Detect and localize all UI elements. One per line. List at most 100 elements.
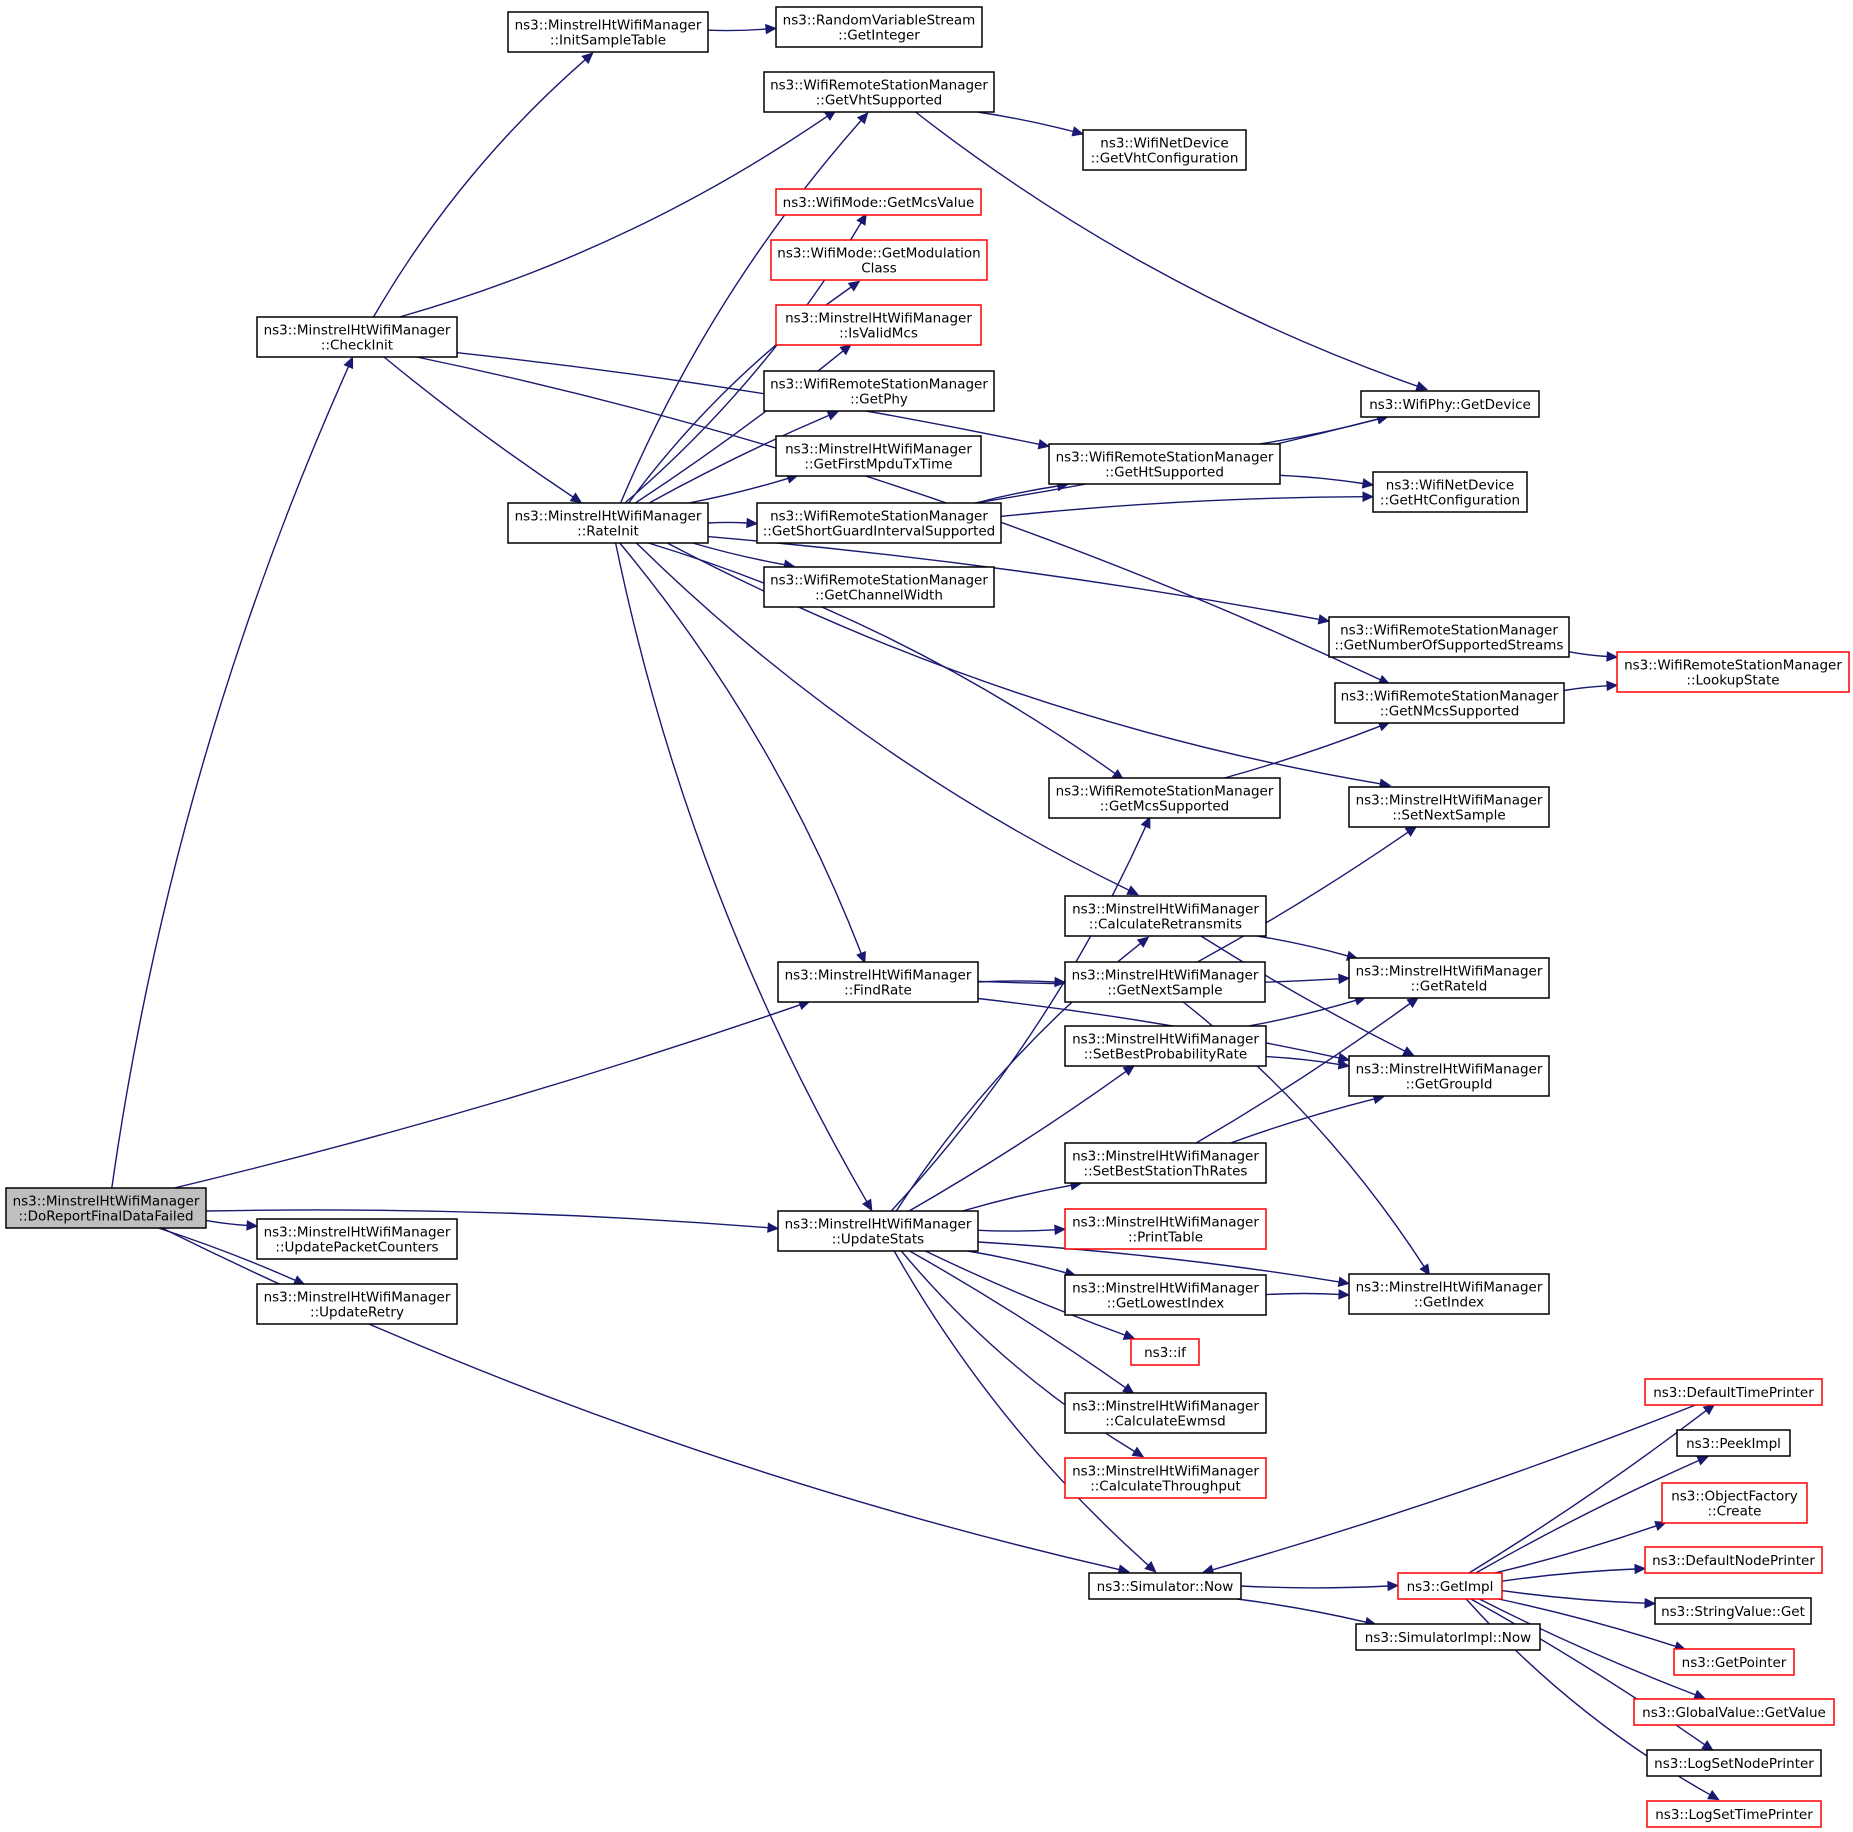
node-rateinit[interactable]: ns3::MinstrelHtWifiManager::RateInit — [507, 502, 709, 544]
node-calcretrans[interactable]: ns3::MinstrelHtWifiManager::CalculateRet… — [1064, 895, 1267, 937]
node-label-line: ns3::WifiRemoteStationManager — [770, 78, 988, 94]
edge-updatestats-to-calcewmsd — [909, 1250, 1135, 1395]
edge-arrowhead — [1693, 1689, 1707, 1700]
edge-updatestats-to-setbestth — [962, 1180, 1083, 1212]
node-box — [1130, 1338, 1200, 1366]
edge-arrowhead — [1415, 381, 1429, 391]
node-getinteger[interactable]: ns3::RandomVariableStream::GetInteger — [775, 6, 983, 48]
node-simnow[interactable]: ns3::Simulator::Now — [1088, 1572, 1242, 1600]
node-label-line: ns3::Simulator::Now — [1097, 1579, 1234, 1595]
node-label-line: ns3::MinstrelHtWifiManager — [1356, 964, 1543, 980]
node-getfirstmpdu[interactable]: ns3::MinstrelHtWifiManager::GetFirstMpdu… — [775, 435, 982, 477]
node-findrate[interactable]: ns3::MinstrelHtWifiManager::FindRate — [777, 961, 979, 1003]
node-updatepkt[interactable]: ns3::MinstrelHtWifiManager::UpdatePacket… — [256, 1218, 458, 1260]
edge-line — [1259, 418, 1379, 445]
node-getnmcs[interactable]: ns3::WifiRemoteStationManager::GetNMcsSu… — [1334, 682, 1565, 724]
node-globalget[interactable]: ns3::GlobalValue::GetValue — [1633, 1698, 1835, 1726]
node-defaultnode[interactable]: ns3::DefaultNodePrinter — [1644, 1546, 1823, 1574]
node-getht[interactable]: ns3::WifiRemoteStationManager::GetHtSupp… — [1048, 443, 1281, 485]
edge-line — [416, 356, 1381, 681]
node-getpointer[interactable]: ns3::GetPointer — [1673, 1648, 1795, 1676]
call-nodes: ns3::MinstrelHtWifiManager::DoReportFina… — [5, 6, 1850, 1828]
node-getgroupid[interactable]: ns3::MinstrelHtWifiManager::GetGroupId — [1348, 1055, 1550, 1097]
node-label-line: ::GetFirstMpduTxTime — [804, 457, 952, 473]
node-getvhtconf[interactable]: ns3::WifiNetDevice::GetVhtConfiguration — [1082, 129, 1247, 171]
node-label-line: ns3::WifiRemoteStationManager — [1056, 450, 1274, 466]
node-setbestth[interactable]: ns3::MinstrelHtWifiManager::SetBestStati… — [1064, 1142, 1267, 1184]
node-getmcsvalue[interactable]: ns3::WifiMode::GetMcsValue — [775, 188, 982, 216]
node-setnextsample[interactable]: ns3::MinstrelHtWifiManager::SetNextSampl… — [1348, 786, 1550, 828]
edge-updatestats-to-getmcssupp — [890, 816, 1151, 1212]
edge-arrowhead — [765, 23, 778, 35]
edge-arrowhead — [1701, 1740, 1714, 1752]
node-box — [770, 239, 988, 281]
edge-getht-to-gethtconf — [1279, 474, 1375, 489]
node-getchanwidth[interactable]: ns3::WifiRemoteStationManager::GetChanne… — [763, 566, 995, 608]
node-getimpl[interactable]: ns3::GetImpl — [1397, 1572, 1503, 1600]
node-getnss[interactable]: ns3::WifiRemoteStationManager::GetNumber… — [1328, 616, 1570, 658]
node-initsample[interactable]: ns3::MinstrelHtWifiManager::InitSampleTa… — [507, 11, 709, 53]
edge-line — [1240, 1585, 1389, 1589]
node-box — [256, 1283, 458, 1325]
node-box — [1646, 1800, 1822, 1828]
node-defaulttime[interactable]: ns3::DefaultTimePrinter — [1644, 1378, 1823, 1406]
node-getmcssupp[interactable]: ns3::WifiRemoteStationManager::GetMcsSup… — [1048, 777, 1281, 819]
node-box — [1616, 651, 1850, 693]
edge-arrowhead — [1126, 885, 1139, 896]
node-label-line: ::GetShortGuardIntervalSupported — [763, 524, 996, 540]
node-calcewmsd[interactable]: ns3::MinstrelHtWifiManager::CalculateEwm… — [1064, 1392, 1267, 1434]
node-label-line: ::GetNumberOfSupportedStreams — [1335, 638, 1564, 654]
node-updatestats[interactable]: ns3::MinstrelHtWifiManager::UpdateStats — [777, 1210, 979, 1252]
edge-rateinit-to-getchanwidth — [692, 542, 796, 570]
node-lookupstate[interactable]: ns3::WifiRemoteStationManager::LookupSta… — [1616, 651, 1850, 693]
node-calcthroughput[interactable]: ns3::MinstrelHtWifiManager::CalculateThr… — [1064, 1457, 1267, 1499]
node-box — [1064, 1392, 1267, 1434]
node-phygetdevice[interactable]: ns3::WifiPhy::GetDevice — [1360, 390, 1540, 418]
edge-arrowhead — [1144, 1560, 1157, 1573]
node-checkinit[interactable]: ns3::MinstrelHtWifiManager::CheckInit — [256, 316, 458, 358]
edge-rateinit-to-updatestats — [614, 542, 873, 1212]
node-simimplnow[interactable]: ns3::SimulatorImpl::Now — [1355, 1623, 1541, 1651]
node-lognode[interactable]: ns3::LogSetNodePrinter — [1646, 1749, 1822, 1777]
node-label-line: ns3::DefaultTimePrinter — [1653, 1385, 1814, 1401]
edge-updatestats-to-simnow — [893, 1250, 1157, 1573]
node-stringget[interactable]: ns3::StringValue::Get — [1654, 1597, 1812, 1625]
edge-arrowhead — [1136, 936, 1150, 948]
node-label-line: ::UpdatePacketCounters — [275, 1240, 438, 1256]
node-label-line: ns3::MinstrelHtWifiManager — [1072, 1149, 1259, 1165]
node-root[interactable]: ns3::MinstrelHtWifiManager::DoReportFina… — [5, 1187, 207, 1229]
node-nsif[interactable]: ns3::if — [1130, 1338, 1200, 1366]
node-label-line: ::Create — [1708, 1504, 1762, 1520]
node-setbestprob[interactable]: ns3::MinstrelHtWifiManager::SetBestProba… — [1064, 1025, 1267, 1067]
edge-line — [977, 1241, 1340, 1283]
node-updateretry[interactable]: ns3::MinstrelHtWifiManager::UpdateRetry — [256, 1283, 458, 1325]
node-getnextsample[interactable]: ns3::MinstrelHtWifiManager::GetNextSampl… — [1064, 961, 1266, 1003]
edge-arrowhead — [1122, 1383, 1135, 1395]
edge-line — [1197, 831, 1409, 963]
node-label-line: ::SetNextSample — [1392, 808, 1505, 824]
node-label-line: ::GetGroupId — [1406, 1077, 1493, 1093]
node-objfactory[interactable]: ns3::ObjectFactory::Create — [1661, 1482, 1808, 1524]
node-label-line: ns3::GetPointer — [1682, 1655, 1787, 1671]
edge-arrowhead — [1606, 680, 1619, 692]
node-getrateid[interactable]: ns3::MinstrelHtWifiManager::GetRateId — [1348, 957, 1550, 999]
node-getsgi[interactable]: ns3::WifiRemoteStationManager::GetShortG… — [756, 502, 1002, 544]
node-getindex[interactable]: ns3::MinstrelHtWifiManager::GetIndex — [1348, 1273, 1550, 1315]
edge-line — [1000, 496, 1364, 518]
edge-line — [1498, 1598, 1677, 1648]
node-getlowest[interactable]: ns3::MinstrelHtWifiManager::GetLowestInd… — [1064, 1274, 1267, 1316]
node-printtable[interactable]: ns3::MinstrelHtWifiManager::PrintTable — [1064, 1208, 1267, 1250]
node-getvht[interactable]: ns3::WifiRemoteStationManager::GetVhtSup… — [763, 71, 995, 113]
node-logtime[interactable]: ns3::LogSetTimePrinter — [1646, 1800, 1822, 1828]
node-isvalidmcs[interactable]: ns3::MinstrelHtWifiManager::IsValidMcs — [775, 304, 982, 346]
node-label-line: ns3::MinstrelHtWifiManager — [515, 18, 702, 34]
edge-arrowhead — [1404, 825, 1418, 837]
edge-line — [614, 542, 868, 1203]
node-box — [507, 502, 709, 544]
node-box — [1334, 682, 1565, 724]
node-label-line: ::DoReportFinalDataFailed — [18, 1209, 193, 1225]
node-getphy[interactable]: ns3::WifiRemoteStationManager::GetPhy — [763, 370, 995, 412]
node-gethtconf[interactable]: ns3::WifiNetDevice::GetHtConfiguration — [1372, 471, 1528, 513]
node-peekimpl[interactable]: ns3::PeekImpl — [1676, 1429, 1791, 1457]
